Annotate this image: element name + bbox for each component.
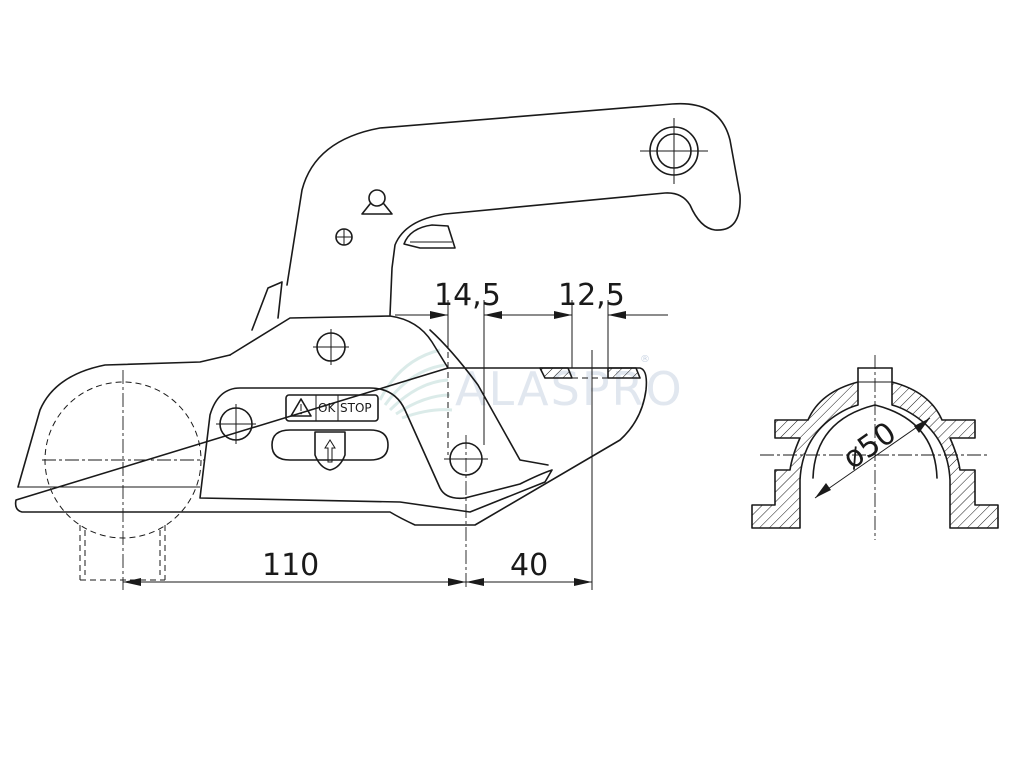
dimension-14-5-label: 14,5 bbox=[434, 278, 501, 313]
dimension-14-5: 14,5 bbox=[395, 278, 545, 445]
dimension-110: 110 bbox=[123, 548, 466, 586]
tow-ball bbox=[42, 370, 205, 590]
handle-screw-icon bbox=[335, 228, 353, 246]
locking-jaw bbox=[429, 329, 549, 466]
handle-lever bbox=[286, 102, 741, 316]
dimension-12-5-label: 12,5 bbox=[558, 278, 625, 313]
dimension-110-label: 110 bbox=[262, 548, 319, 583]
coupling-mouth-flange bbox=[539, 367, 573, 379]
handle-stop-tab bbox=[251, 281, 283, 331]
label-stop: STOP bbox=[340, 401, 372, 415]
cross-section-view: ø50 bbox=[751, 355, 999, 540]
watermark-registered: ® bbox=[640, 354, 650, 365]
dimension-40-label: 40 bbox=[510, 548, 548, 583]
main-bolt-icon bbox=[444, 435, 488, 590]
section-right-part bbox=[891, 367, 999, 529]
label-ok: OK bbox=[318, 401, 336, 415]
section-left-part bbox=[751, 367, 859, 529]
housing-body bbox=[14, 354, 648, 526]
dimension-diameter-50-label: ø50 bbox=[837, 415, 903, 476]
dimension-12-5: 12,5 bbox=[545, 278, 668, 368]
arrow-up-icon bbox=[324, 439, 336, 463]
housing-screw-1-icon bbox=[313, 329, 349, 365]
warning-label: OK STOP bbox=[285, 394, 379, 422]
housing-upper-plate bbox=[229, 315, 449, 369]
housing-side-cutout bbox=[199, 387, 553, 513]
handle-inner-slot bbox=[403, 224, 456, 249]
handle-pivot-icon bbox=[640, 118, 708, 184]
keyhole-icon bbox=[361, 189, 393, 215]
warning-triangle-icon bbox=[290, 398, 312, 417]
housing-screw-2-icon bbox=[216, 404, 256, 444]
coupling-mouth-flange-2 bbox=[607, 367, 641, 379]
coupling-side-view: OK STOP bbox=[14, 102, 741, 590]
watermark-logo-icon bbox=[378, 348, 453, 420]
wear-indicator bbox=[271, 429, 389, 471]
watermark: ALASPRO ® bbox=[378, 348, 682, 420]
dimension-40: 40 bbox=[466, 350, 593, 590]
